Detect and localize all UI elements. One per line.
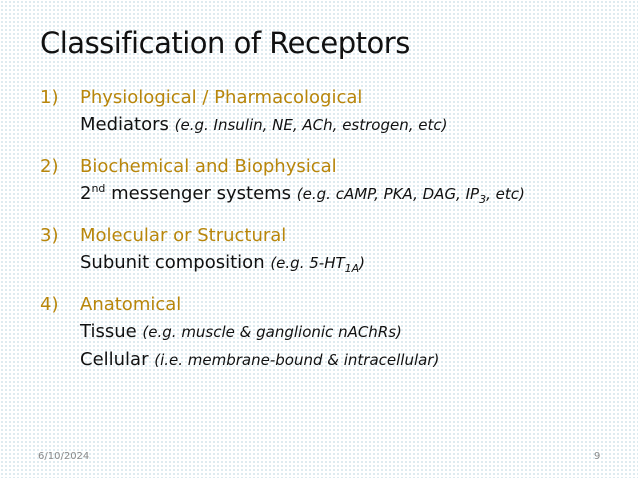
detail-example-part-b: ) [359,254,366,272]
item-detail: Subunit composition (e.g. 5-HT1A) [80,249,620,277]
detail-example-part-b: , etc) [486,185,525,203]
slide-title: Classification of Receptors [40,26,410,60]
detail-example: (e.g. cAMP, PKA, DAG, IP3, etc) [296,185,525,206]
list-item: 3) Molecular or Structural Subunit compo… [40,222,620,277]
detail-example-subscript: 1A [344,262,360,275]
detail-example: (e.g. muscle & ganglionic nAChRs) [142,323,402,341]
detail-example-subscript: 3 [479,193,487,206]
item-detail: Cellular (i.e. membrane-bound & intracel… [80,346,620,374]
item-heading: Anatomical [80,294,182,315]
item-number: 3) [40,225,59,246]
item-detail: Tissue (e.g. muscle & ganglionic nAChRs) [80,318,620,346]
item-heading: Physiological / Pharmacological [80,87,363,108]
detail-prefix: 2 [80,183,92,204]
detail-example-part-a: (e.g. 5-HT [270,254,345,272]
item-heading-row: 1) Physiological / Pharmacological [40,84,620,111]
list-item: 1) Physiological / Pharmacological Media… [40,84,620,139]
list-item: 4) Anatomical Tissue (e.g. muscle & gang… [40,291,620,374]
item-number: 2) [40,156,59,177]
item-heading: Molecular or Structural [80,225,287,246]
item-heading: Biochemical and Biophysical [80,156,337,177]
item-heading-row: 4) Anatomical [40,291,620,318]
item-number: 1) [40,87,59,108]
detail-example: (i.e. membrane-bound & intracellular) [154,351,440,369]
item-detail: 2nd messenger systems (e.g. cAMP, PKA, D… [80,180,620,208]
list-item: 2) Biochemical and Biophysical 2nd messe… [40,153,620,208]
item-number: 4) [40,294,59,315]
slide-number: 9 [594,451,601,462]
detail-text: messenger systems [105,183,297,204]
detail-text: Cellular [80,349,155,370]
item-detail: Mediators (e.g. Insulin, NE, ACh, estrog… [80,111,620,139]
detail-example: (e.g. Insulin, NE, ACh, estrogen, etc) [174,116,448,134]
item-heading-row: 2) Biochemical and Biophysical [40,153,620,180]
classification-list: 1) Physiological / Pharmacological Media… [40,84,620,388]
detail-text: Subunit composition [80,252,271,273]
footer-date: 6/10/2024 [38,451,90,462]
detail-superscript: nd [91,182,106,195]
detail-text: Tissue [80,321,143,342]
detail-example: (e.g. 5-HT1A) [270,254,366,275]
item-heading-row: 3) Molecular or Structural [40,222,620,249]
detail-example-part-a: (e.g. cAMP, PKA, DAG, IP [296,185,480,203]
detail-text: Mediators [80,114,175,135]
